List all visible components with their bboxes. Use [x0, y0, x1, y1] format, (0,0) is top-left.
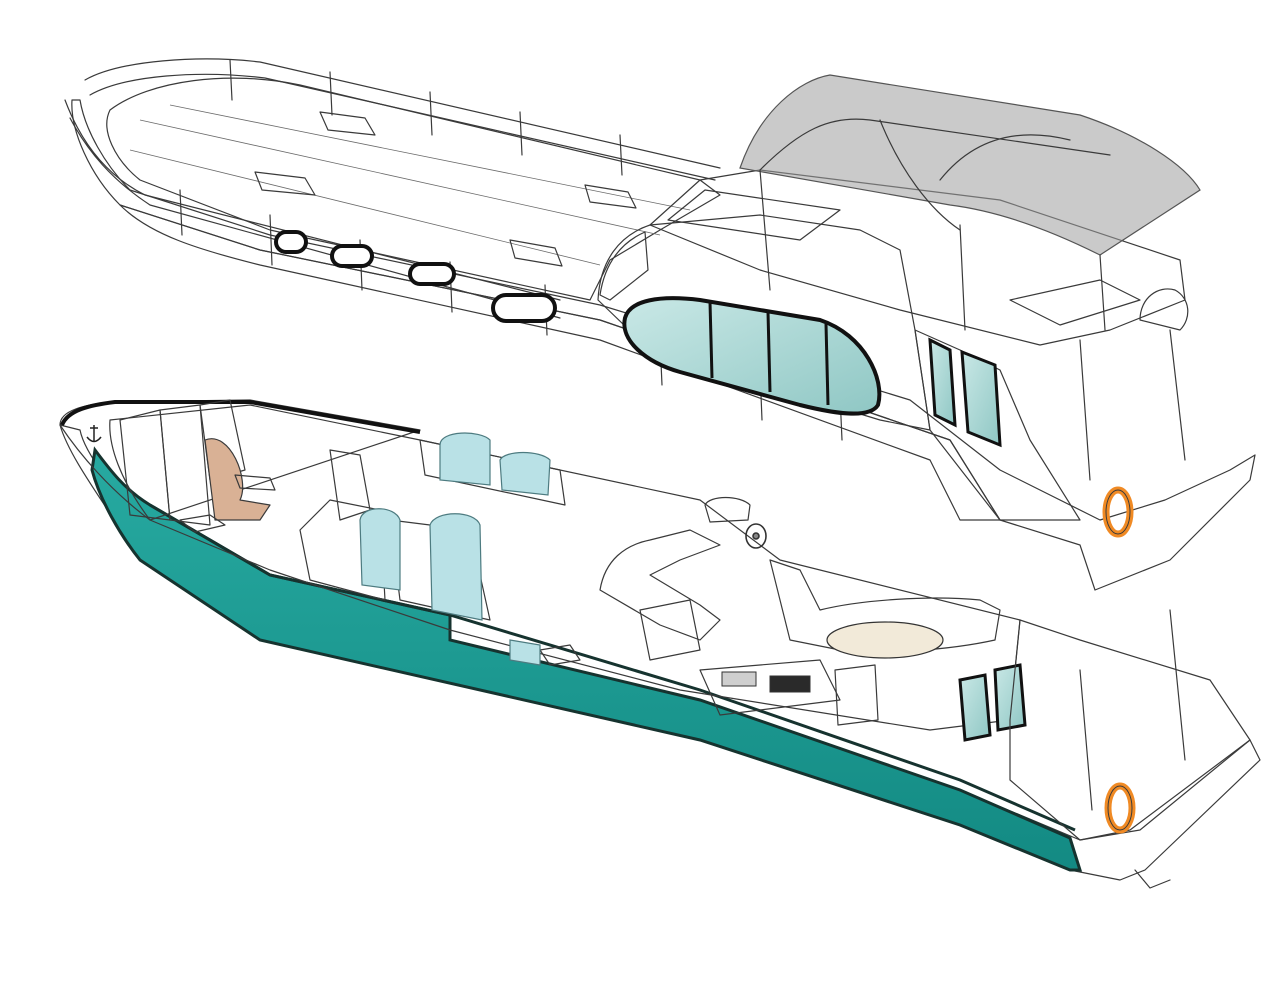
steering-wheel-icon [745, 523, 767, 549]
anchor-icon [86, 425, 102, 443]
lifebuoy-icon [1104, 782, 1136, 834]
helm-console [599, 529, 721, 641]
deck-hatches [254, 111, 637, 267]
berths [179, 474, 581, 666]
interior-floor [109, 404, 1021, 731]
saloon-aft-doors [958, 663, 1027, 742]
lifebuoy-icon [1102, 486, 1134, 538]
saloon-windscreen [599, 231, 649, 301]
hull-stripe [90, 446, 1083, 872]
radar-dome-icon [1139, 288, 1189, 331]
bimini-top [739, 74, 1201, 256]
bimini-frame [759, 169, 1106, 331]
exterior-view [64, 58, 1256, 591]
exterior-hull [71, 99, 1256, 591]
aft-doors [928, 337, 1002, 448]
galley-counter [699, 659, 841, 716]
shower-cubicles [359, 432, 551, 666]
exterior-railing [84, 58, 721, 181]
hull-portholes [274, 230, 557, 323]
saloon-table [826, 621, 944, 659]
saloon-side-window [622, 296, 882, 416]
cutaway-view [59, 399, 1261, 889]
forward-cabin [119, 399, 271, 526]
